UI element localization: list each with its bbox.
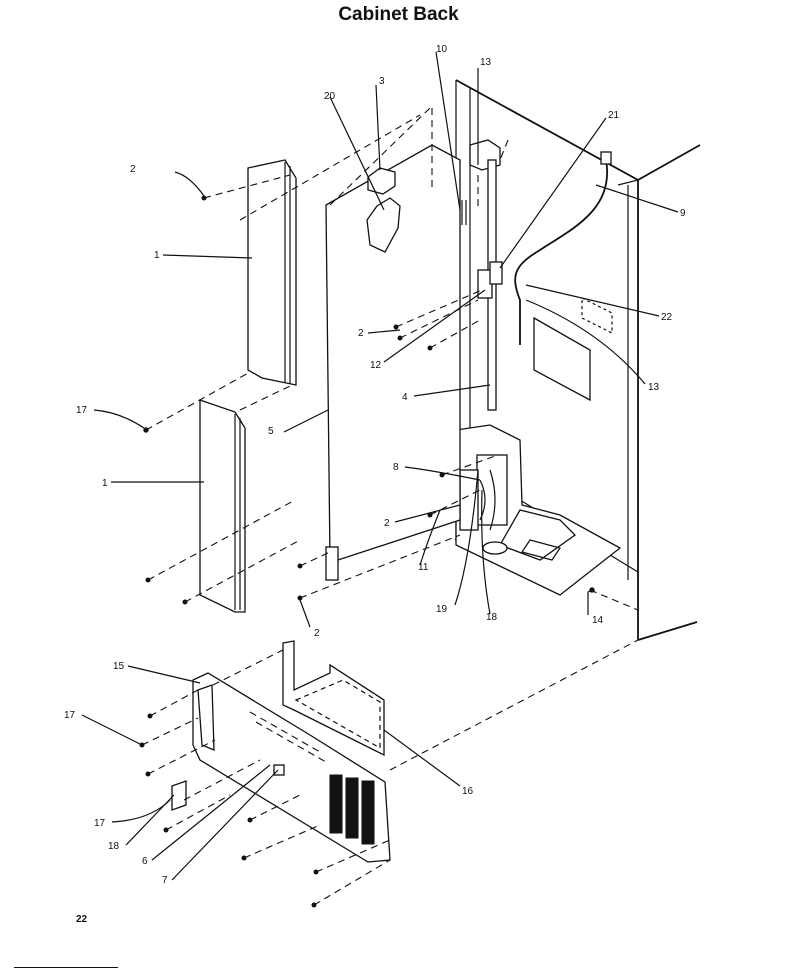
tube-clip <box>600 151 612 165</box>
cover-panel <box>325 107 461 581</box>
callout-17: 17 <box>94 818 106 829</box>
callout-20: 20 <box>324 91 336 102</box>
callout-10: 10 <box>436 44 448 55</box>
compressor-area <box>455 424 622 596</box>
callout-17: 17 <box>76 405 88 416</box>
callout-6: 6 <box>142 856 148 867</box>
callout-13: 13 <box>480 57 492 68</box>
callout-18: 18 <box>108 841 120 852</box>
callout-7: 7 <box>162 875 168 886</box>
callout-14: 14 <box>592 615 604 626</box>
callout-2: 2 <box>130 164 136 175</box>
cabinet-small-plate <box>581 297 613 334</box>
side-channel-lower <box>199 399 246 613</box>
spring-clips <box>366 167 401 253</box>
callout-17: 17 <box>64 710 76 721</box>
mounting-rail <box>461 139 503 411</box>
small-plate <box>171 780 187 811</box>
callout-13: 13 <box>648 382 660 393</box>
alignment-lines <box>141 114 639 906</box>
page-number: 22 <box>76 914 88 925</box>
callout-15: 15 <box>113 661 125 672</box>
callout-21: 21 <box>608 110 620 121</box>
callout-4: 4 <box>402 392 408 403</box>
leader-lines <box>81 51 679 881</box>
kick-plate-grille <box>192 672 391 863</box>
water-line-tube <box>514 159 609 345</box>
callout-1: 1 <box>102 478 108 489</box>
callout-8: 8 <box>393 462 399 473</box>
callout-2: 2 <box>358 328 364 339</box>
callout-9: 9 <box>680 208 686 219</box>
callout-2: 2 <box>314 628 320 639</box>
footer-rule <box>14 967 118 968</box>
lower-access-panel <box>282 640 385 757</box>
callout-22: 22 <box>661 312 673 323</box>
callout-1: 1 <box>154 250 160 261</box>
callout-2: 2 <box>384 518 390 529</box>
callout-3: 3 <box>379 76 385 87</box>
callouts: 2 1 17 1 5 3 20 10 13 21 9 22 13 2 12 4 … <box>64 44 686 886</box>
cabinet-label-plate <box>533 316 591 402</box>
callout-5: 5 <box>268 426 274 437</box>
side-channel-upper <box>247 159 297 386</box>
callout-19: 19 <box>436 604 448 615</box>
callout-18: 18 <box>486 612 498 623</box>
page-title: Cabinet Back <box>338 4 459 25</box>
callout-16: 16 <box>462 786 474 797</box>
callout-11: 11 <box>418 562 429 573</box>
callout-12: 12 <box>370 360 382 371</box>
